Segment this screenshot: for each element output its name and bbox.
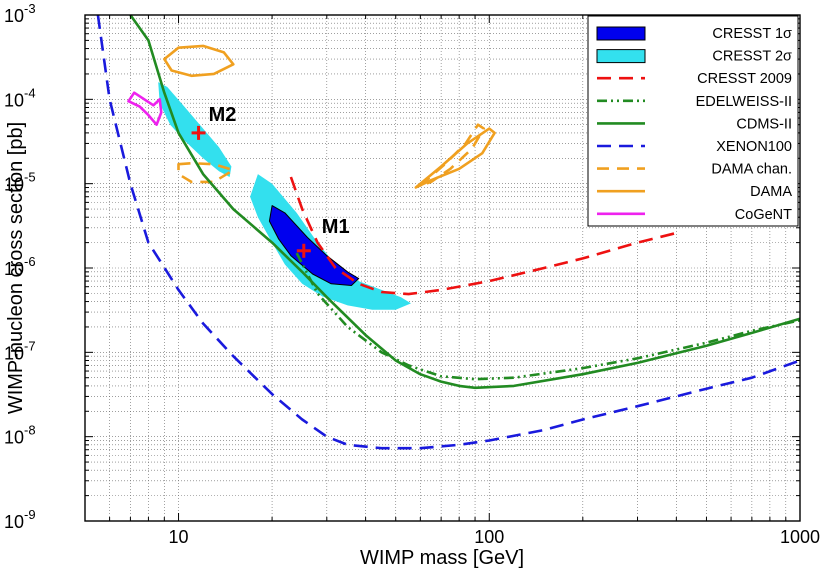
region-cresst-1- xyxy=(268,205,360,286)
x-tick-label: 10 xyxy=(169,527,189,547)
x-axis-label: WIMP mass [GeV] xyxy=(360,547,524,569)
x-tick-label: 100 xyxy=(474,527,504,547)
y-tick-label: 10-3 xyxy=(4,1,36,26)
legend-item-cresst-2009-label: CRESST 2009 xyxy=(697,71,792,87)
legend-item-cresst-2--label: CRESST 2σ xyxy=(712,49,792,65)
region-dama xyxy=(414,127,496,189)
y-tick-label: 10-9 xyxy=(4,507,36,532)
marker-label-m2: M2 xyxy=(209,104,237,126)
region-dama-chan- xyxy=(418,123,486,187)
x-tick-label: 1000 xyxy=(780,527,820,547)
y-tick-label: 10-4 xyxy=(4,85,36,110)
legend-item-cogent-label: CoGeNT xyxy=(735,207,792,223)
region-cresst-2- xyxy=(158,82,232,177)
marker-label-m1: M1 xyxy=(322,216,350,238)
legend-item-dama-label: DAMA xyxy=(750,184,792,200)
y-tick-label: 10-8 xyxy=(4,423,36,448)
region-dama-chan- xyxy=(177,161,235,184)
legend-item-cdms-ii-label: CDMS-II xyxy=(736,116,792,132)
legend-item-xenon100-label: XENON100 xyxy=(716,139,792,155)
contour-regions xyxy=(127,44,496,310)
legend-item-dama-chan--label: DAMA chan. xyxy=(711,162,792,178)
series-cdms-ii xyxy=(129,14,801,390)
region-cresst-2- xyxy=(250,174,411,310)
legend-item-cresst-2--swatch xyxy=(596,49,646,64)
y-tick-label: 10-6 xyxy=(4,254,36,279)
limit-curves xyxy=(96,14,801,450)
legend-item-cresst-1--label: CRESST 1σ xyxy=(712,26,792,42)
legend-item-cresst-1--swatch xyxy=(596,26,646,41)
legend: CRESST 1σ CRESST 2σ CRESST 2009EDELWEISS-I… xyxy=(587,15,799,227)
region-cogent xyxy=(127,91,163,126)
legend-item-edelweiss-ii-label: EDELWEISS-II xyxy=(696,94,792,110)
series-cresst-2009 xyxy=(289,176,677,296)
y-axis-label: WIMP-nucleon cross section [pb] xyxy=(5,122,27,414)
region-dama xyxy=(163,44,235,78)
series-xenon100 xyxy=(96,14,801,450)
benchmark-markers: M1 M2 xyxy=(191,104,350,258)
